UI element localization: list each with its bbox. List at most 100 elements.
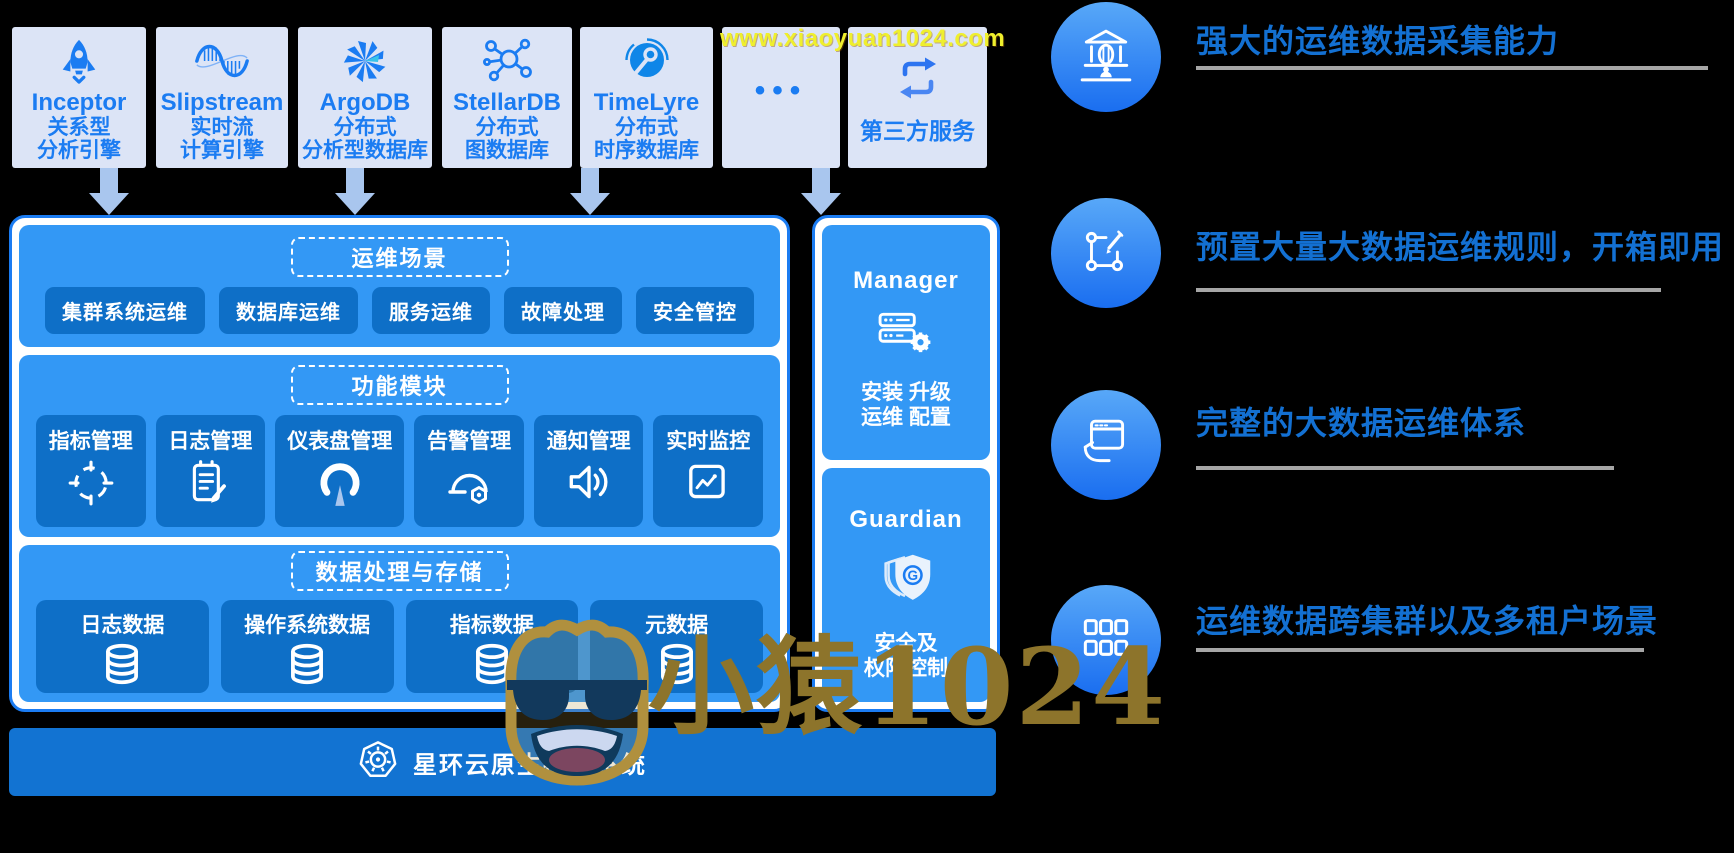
feature-underline — [1196, 66, 1708, 70]
scenario-item: 故障处理 — [504, 287, 622, 334]
module-card: 告警管理 — [414, 415, 524, 527]
feature-circle-collection — [1051, 2, 1161, 112]
storage-card: 指标数据 — [405, 600, 579, 694]
database-icon — [468, 639, 516, 694]
flow-arrow-down — [801, 168, 841, 215]
target-icon — [66, 455, 116, 513]
panel-modules: 功能模块 指标管理 日志管理 — [19, 355, 780, 537]
product-subtitle: 关系型 — [47, 116, 111, 139]
scenario-item: 服务运维 — [372, 287, 490, 334]
watermark-brand: 小猿1024 — [648, 624, 1168, 749]
product-box-slipstream: Slipstream 实时流 计算引擎 — [156, 27, 288, 168]
product-subtitle: 分析引擎 — [37, 139, 121, 162]
module-card: 实时监控 — [653, 415, 763, 527]
storage-card: 元数据 — [590, 600, 763, 693]
module-label: 仪表盘管理 — [287, 430, 393, 453]
main-platform-box: 运维场景 集群系统运维 数据库运维 服务运维 故障处理 安全管控 功能模块 指标… — [9, 215, 790, 712]
shield-icon: G — [874, 534, 938, 613]
product-box-argodb: ArgoDB 分布式 分析型数据库 — [298, 27, 432, 168]
product-name: Slipstream — [160, 89, 284, 116]
panel-title: 功能模块 — [290, 365, 509, 405]
product-name: TimeLyre — [593, 89, 700, 116]
side-tools-column: Manager 安装 升级 运维 配置 Guardian — [812, 215, 1000, 712]
product-name: ArgoDB — [319, 89, 411, 116]
product-name: 第三方服务 — [860, 117, 975, 144]
module-card: 仪表盘管理 — [275, 415, 405, 527]
feature-circle-rules — [1051, 198, 1161, 308]
storage-label: 元数据 — [645, 614, 709, 637]
ellipsis-dots: ••• — [754, 73, 808, 107]
flow-arrow-down — [335, 168, 375, 215]
guardian-caption: 安全及 — [874, 631, 938, 655]
module-label: 告警管理 — [427, 430, 512, 453]
svg-text:G: G — [908, 567, 919, 582]
feature-underline — [1196, 288, 1661, 292]
module-card: 日志管理 — [155, 415, 266, 527]
clock-lens-icon — [622, 35, 672, 87]
module-card: 通知管理 — [533, 415, 644, 527]
sine-wave-icon — [193, 35, 251, 87]
alarm-gear-icon — [444, 455, 494, 513]
storage-card: 日志数据 — [36, 600, 209, 693]
panel-storage: 数据处理与存储 日志数据 操作系统数据 — [19, 545, 780, 702]
sync-arrows-icon — [892, 52, 944, 104]
storage-label: 指标数据 — [449, 614, 534, 637]
product-subtitle: 实时流 — [190, 116, 254, 139]
manager-caption: 安装 升级 — [861, 381, 951, 404]
manager-card: Manager 安装 升级 运维 配置 — [822, 225, 990, 460]
product-box-ellipsis: ••• — [722, 27, 840, 168]
manager-title: Manager — [853, 267, 959, 294]
gauge-icon — [315, 455, 365, 513]
feature-circle-multitenant — [1051, 585, 1161, 695]
graph-network-icon — [482, 35, 532, 87]
feature-underline — [1196, 466, 1614, 470]
product-subtitle: 图数据库 — [465, 139, 549, 162]
flow-arrow-down — [570, 168, 610, 215]
feature-title: 完整的大数据运维体系 — [1196, 405, 1527, 441]
guardian-card: Guardian G 安全及 权限控制 — [822, 467, 990, 702]
speaker-icon — [564, 455, 614, 511]
product-box-timelyre: TimeLyre 分布式 时序数据库 — [580, 27, 713, 168]
product-name: Inceptor — [31, 89, 127, 116]
storage-label: 操作系统数据 — [244, 614, 371, 637]
storage-label: 日志数据 — [80, 614, 165, 637]
product-subtitle: 分析型数据库 — [302, 139, 428, 162]
panel-title: 运维场景 — [290, 237, 509, 277]
flow-arrow-down — [89, 168, 129, 215]
product-box-stellardb: StellarDB 分布式 图数据库 — [442, 27, 572, 168]
feature-underline — [1196, 648, 1644, 652]
server-gear-icon — [878, 295, 934, 362]
manager-caption: 运维 配置 — [861, 406, 951, 429]
feature-circle-system — [1051, 390, 1161, 500]
module-row: 指标管理 日志管理 — [36, 415, 763, 527]
database-icon — [98, 639, 146, 694]
grid-icon — [1081, 616, 1131, 665]
clipboard-pen-icon — [185, 455, 235, 513]
product-subtitle: 分布式 — [333, 116, 397, 139]
scenario-item: 集群系统运维 — [45, 287, 205, 334]
scenario-row: 集群系统运维 数据库运维 服务运维 故障处理 安全管控 — [19, 287, 780, 334]
module-card: 指标管理 — [36, 415, 146, 527]
product-subtitle: 分布式 — [615, 116, 678, 139]
bank-icon — [1078, 27, 1134, 88]
product-name: StellarDB — [452, 89, 562, 116]
scenario-item: 安全管控 — [636, 287, 754, 334]
product-subtitle: 时序数据库 — [594, 139, 699, 162]
window-hand-icon — [1078, 416, 1134, 475]
product-box-third-party: 第三方服务 — [848, 27, 987, 168]
storage-card: 操作系统数据 — [220, 600, 394, 693]
panel-title: 数据处理与存储 — [290, 551, 509, 591]
panel-scenarios: 运维场景 集群系统运维 数据库运维 服务运维 故障处理 安全管控 — [19, 225, 780, 347]
feature-title: 运维数据跨集群以及多租户场景 — [1196, 603, 1659, 639]
rocket-icon — [56, 35, 102, 87]
blueprint-pencil-icon — [1078, 223, 1134, 284]
module-label: 实时监控 — [666, 430, 751, 453]
storage-row: 日志数据 操作系统数据 — [36, 600, 763, 693]
product-subtitle: 计算引擎 — [180, 139, 264, 162]
module-label: 通知管理 — [546, 430, 631, 453]
guardian-caption: 权限控制 — [864, 656, 948, 680]
monitor-chart-icon — [683, 455, 733, 511]
guardian-title: Guardian — [849, 505, 963, 533]
module-label: 指标管理 — [48, 430, 133, 453]
